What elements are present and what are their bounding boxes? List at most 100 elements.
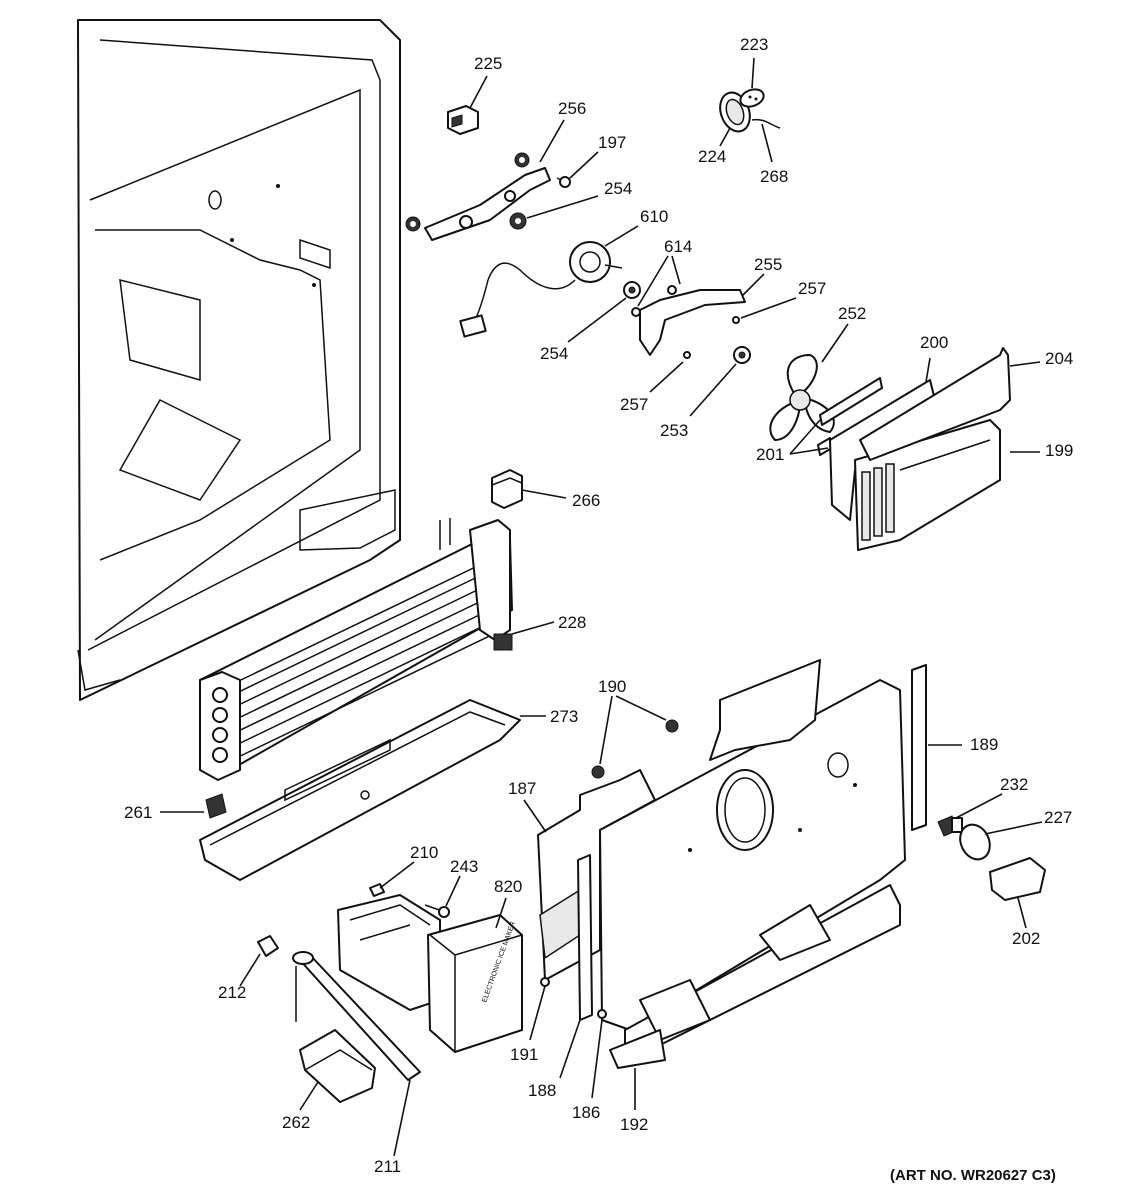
leader-255 xyxy=(741,273,765,297)
grommet-254-lower xyxy=(623,281,641,299)
callout-243: 243 xyxy=(450,857,478,876)
evaporator-228 xyxy=(199,518,513,781)
nut-253 xyxy=(733,346,751,364)
callout-225: 225 xyxy=(474,54,502,73)
leader-187 xyxy=(523,799,547,833)
leader-228 xyxy=(511,621,555,635)
gasket-223 xyxy=(739,88,765,108)
leader-614-a xyxy=(637,255,669,307)
leader-252 xyxy=(821,323,849,363)
freezer-case xyxy=(77,19,401,701)
callout-212: 212 xyxy=(218,983,246,1002)
leader-211 xyxy=(393,1079,411,1157)
callout-211: 211 xyxy=(374,1157,401,1176)
leader-257-b xyxy=(649,361,684,393)
callout-252: 252 xyxy=(838,304,866,323)
callout-223: 223 xyxy=(740,35,768,54)
callout-254-lower: 254 xyxy=(540,344,568,363)
callout-190: 190 xyxy=(598,677,626,696)
fill-tube-211 xyxy=(292,951,421,1081)
leader-200 xyxy=(925,357,931,383)
leader-254-lower xyxy=(567,297,627,343)
callout-224: 224 xyxy=(698,147,726,166)
leader-262 xyxy=(299,1081,319,1111)
leader-614-b xyxy=(671,255,681,285)
part-261 xyxy=(205,793,227,819)
part-186 xyxy=(597,1009,607,1019)
air-channel-192 xyxy=(609,884,901,1069)
fan-blade-252 xyxy=(769,354,835,441)
part-225 xyxy=(447,105,479,135)
callout-187: 187 xyxy=(508,779,536,798)
part-191 xyxy=(540,977,550,987)
leader-257-a xyxy=(740,297,797,319)
callout-257-right: 257 xyxy=(798,279,826,298)
leader-188 xyxy=(559,1019,581,1079)
leader-190-b xyxy=(615,695,667,721)
part-266 xyxy=(491,469,523,509)
leader-202 xyxy=(1017,897,1027,929)
leader-243 xyxy=(445,875,461,907)
strip-188 xyxy=(577,854,593,1021)
callout-253: 253 xyxy=(660,421,688,440)
screw-257-b xyxy=(683,351,691,359)
leader-225 xyxy=(469,75,488,109)
leader-224 xyxy=(719,127,731,147)
back-panel xyxy=(599,659,906,1031)
screw-197 xyxy=(556,176,571,188)
callout-266: 266 xyxy=(572,491,600,510)
callout-261: 261 xyxy=(124,803,152,822)
callout-189: 189 xyxy=(970,735,998,754)
callout-268: 268 xyxy=(760,167,788,186)
fan-motor-610 xyxy=(459,241,623,338)
callout-228: 228 xyxy=(558,613,586,632)
callout-232: 232 xyxy=(1000,775,1028,794)
leader-190-a xyxy=(599,695,613,765)
callout-200: 200 xyxy=(920,333,948,352)
leader-210 xyxy=(379,861,415,889)
art-number: (ART NO. WR20627 C3) xyxy=(890,1167,1056,1184)
motor-bracket-256 xyxy=(424,167,551,241)
nuts-190 xyxy=(591,719,679,779)
callout-610: 610 xyxy=(640,207,668,226)
screw-243 xyxy=(424,904,450,918)
callout-273: 273 xyxy=(550,707,578,726)
callout-257-left: 257 xyxy=(620,395,648,414)
callout-614: 614 xyxy=(664,237,692,256)
bracket-255 xyxy=(639,289,746,356)
callout-204: 204 xyxy=(1045,349,1073,368)
leader-232 xyxy=(955,793,1003,819)
duct-seal-204 xyxy=(859,347,1011,461)
callout-192: 192 xyxy=(620,1115,648,1134)
callout-210: 210 xyxy=(410,843,438,862)
callout-191: 191 xyxy=(510,1045,538,1064)
callout-199: 199 xyxy=(1045,441,1073,460)
light-bulb-227 xyxy=(959,823,991,861)
leader-201-a xyxy=(789,419,821,455)
light-cover-202 xyxy=(989,857,1046,901)
callout-188: 188 xyxy=(528,1081,556,1100)
grommet-256-b xyxy=(514,152,530,168)
leader-223 xyxy=(751,57,755,89)
light-socket-232 xyxy=(937,815,963,837)
callout-255: 255 xyxy=(754,255,782,274)
callout-202: 202 xyxy=(1012,929,1040,948)
part-212 xyxy=(257,935,279,957)
drain-pan-273 xyxy=(199,699,521,881)
callout-820: 820 xyxy=(494,877,522,896)
wire-268 xyxy=(751,118,781,129)
leader-266 xyxy=(521,489,567,499)
callout-262: 262 xyxy=(282,1113,310,1132)
grommet-254-top xyxy=(509,212,527,230)
leader-197 xyxy=(569,151,599,179)
leader-268 xyxy=(761,123,773,163)
leader-186 xyxy=(591,1019,603,1099)
strip-189 xyxy=(911,664,927,831)
callout-labels: 225 256 197 254 610 254 614 255 257 257 … xyxy=(124,35,1073,1176)
leader-610 xyxy=(604,225,639,247)
leader-820 xyxy=(495,897,507,929)
leader-204 xyxy=(1009,361,1041,367)
callout-197: 197 xyxy=(598,133,626,152)
callout-227: 227 xyxy=(1044,808,1072,827)
